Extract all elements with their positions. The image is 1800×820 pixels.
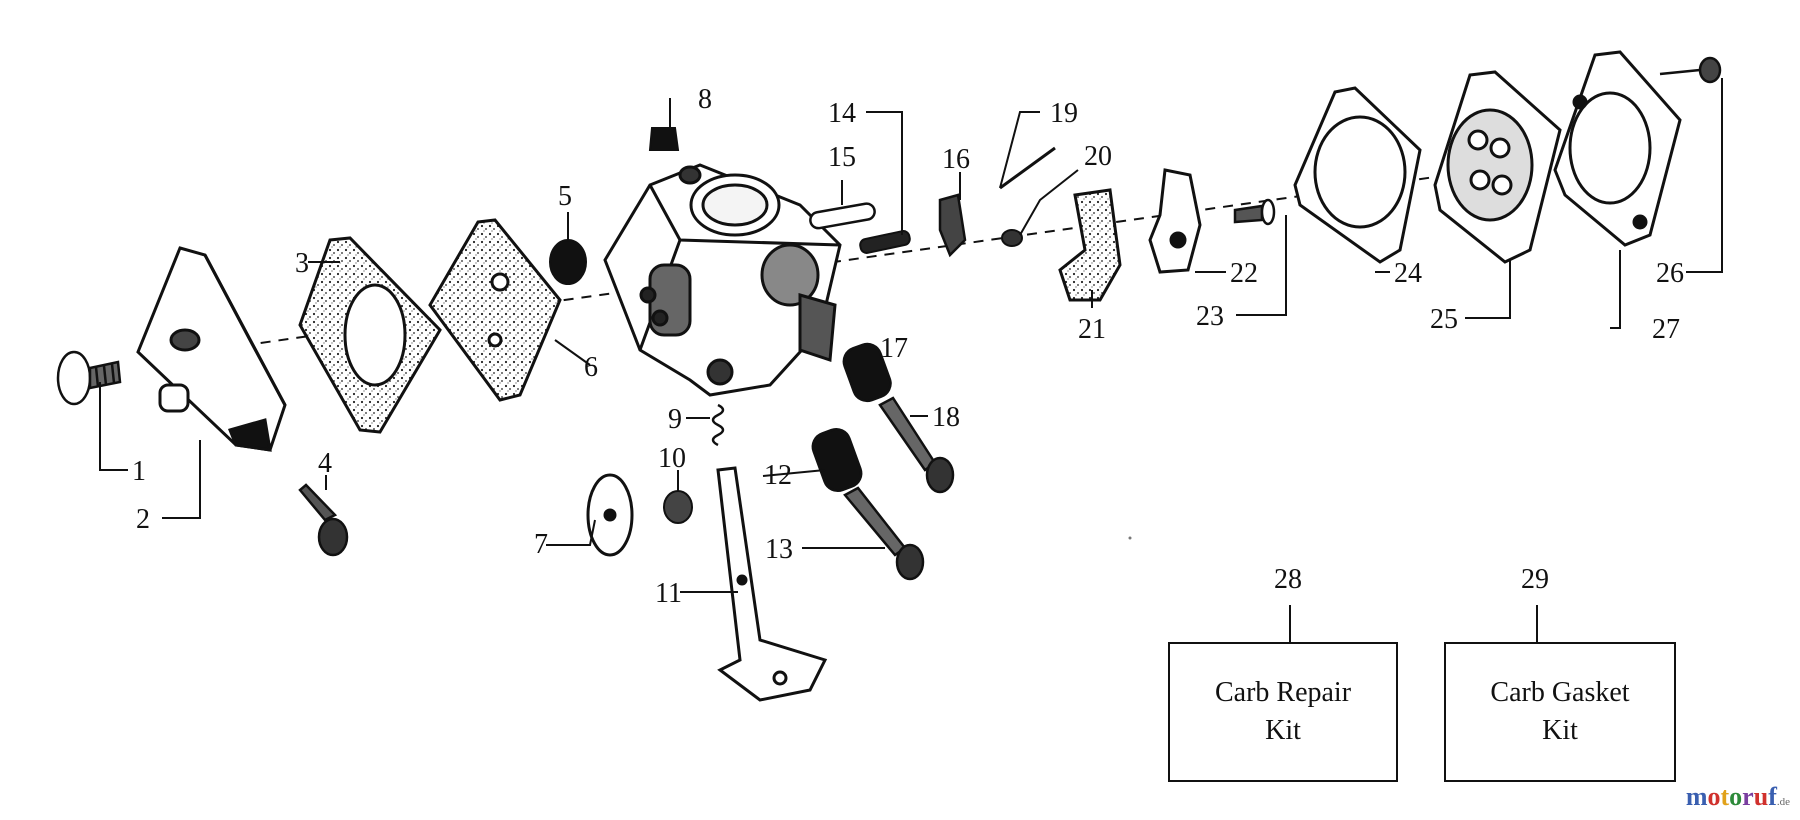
part-14-spring (859, 230, 911, 254)
watermark-letter: o (1729, 782, 1743, 811)
watermark-letter: r (1742, 782, 1754, 811)
part-7-disc (586, 473, 634, 557)
part-12-13-adjust-screw (811, 428, 925, 581)
callout-28: 28 (1274, 564, 1302, 595)
callout-9: 9 (668, 404, 682, 435)
watermark-text: motoruf (1686, 782, 1777, 811)
assembly-axis (224, 147, 1641, 349)
callout-24: 24 (1394, 258, 1422, 289)
callout-6: 6 (584, 352, 598, 383)
callout-4: 4 (318, 448, 332, 479)
callout-7: 7 (534, 529, 548, 560)
part-8-cap (648, 127, 680, 151)
watermark-letter: o (1707, 782, 1721, 811)
part-20-screw (1001, 229, 1023, 247)
part-3-gasket (298, 236, 442, 434)
callout-11: 11 (655, 578, 682, 609)
part-15-pin (809, 202, 876, 230)
watermark-letter: m (1685, 782, 1708, 811)
part-26-screw (1659, 56, 1722, 84)
callout-3: 3 (295, 248, 309, 279)
part-5-plug (549, 239, 587, 285)
callout-27: 27 (1652, 314, 1680, 345)
callout-5: 5 (558, 181, 572, 212)
callout-25: 25 (1430, 304, 1458, 335)
callout-10: 10 (658, 443, 686, 474)
callout-2: 2 (136, 504, 150, 535)
part-2-cover (136, 246, 287, 452)
watermark-letter: t (1720, 782, 1730, 811)
watermark-letter: f (1768, 782, 1777, 811)
callout-1: 1 (132, 456, 146, 487)
carb-repair-kit-box: Carb Repair Kit (1168, 642, 1398, 782)
part-25-pump (1433, 70, 1562, 264)
motoruf-watermark: motoruf.de (1686, 782, 1790, 812)
part-11-lever (716, 466, 828, 702)
callout-29: 29 (1521, 564, 1549, 595)
callout-22: 22 (1230, 258, 1258, 289)
speck (1128, 536, 1132, 540)
callout-19: 19 (1050, 98, 1078, 129)
part-19-shaft (999, 146, 1056, 190)
callout-labels: 1 2 3 4 5 6 7 8 9 10 11 12 13 14 15 16 1… (132, 84, 1684, 609)
leader-lines (99, 78, 1723, 642)
callout-8: 8 (698, 84, 712, 115)
part-23-screw (1233, 198, 1276, 226)
part-4-screw (298, 483, 349, 557)
part-17-18-adjust-screw (842, 342, 955, 494)
part-9-spring (711, 403, 725, 447)
callout-26: 26 (1656, 258, 1684, 289)
callout-16: 16 (942, 144, 970, 175)
part-6-diaphragm (428, 218, 562, 402)
part-27-cover (1553, 50, 1682, 247)
callout-23: 23 (1196, 301, 1224, 332)
part-10-pin (663, 490, 693, 524)
carb-gasket-kit-box: Carb Gasket Kit (1444, 642, 1676, 782)
carburetor-body (603, 163, 842, 397)
watermark-letter: u (1753, 782, 1769, 811)
callout-14: 14 (828, 98, 856, 129)
callout-15: 15 (828, 142, 856, 173)
callout-21: 21 (1078, 314, 1106, 345)
part-16-needle (938, 193, 967, 258)
callout-18: 18 (932, 402, 960, 433)
part-22-plate (1148, 168, 1202, 274)
part-1-screw (56, 350, 122, 406)
part-21-lever (1058, 188, 1122, 302)
callout-13: 13 (765, 534, 793, 565)
callout-12: 12 (764, 460, 792, 491)
callout-20: 20 (1084, 141, 1112, 172)
callout-17: 17 (880, 333, 908, 364)
watermark-suffix: .de (1776, 796, 1790, 808)
part-24-gasket (1293, 86, 1422, 264)
